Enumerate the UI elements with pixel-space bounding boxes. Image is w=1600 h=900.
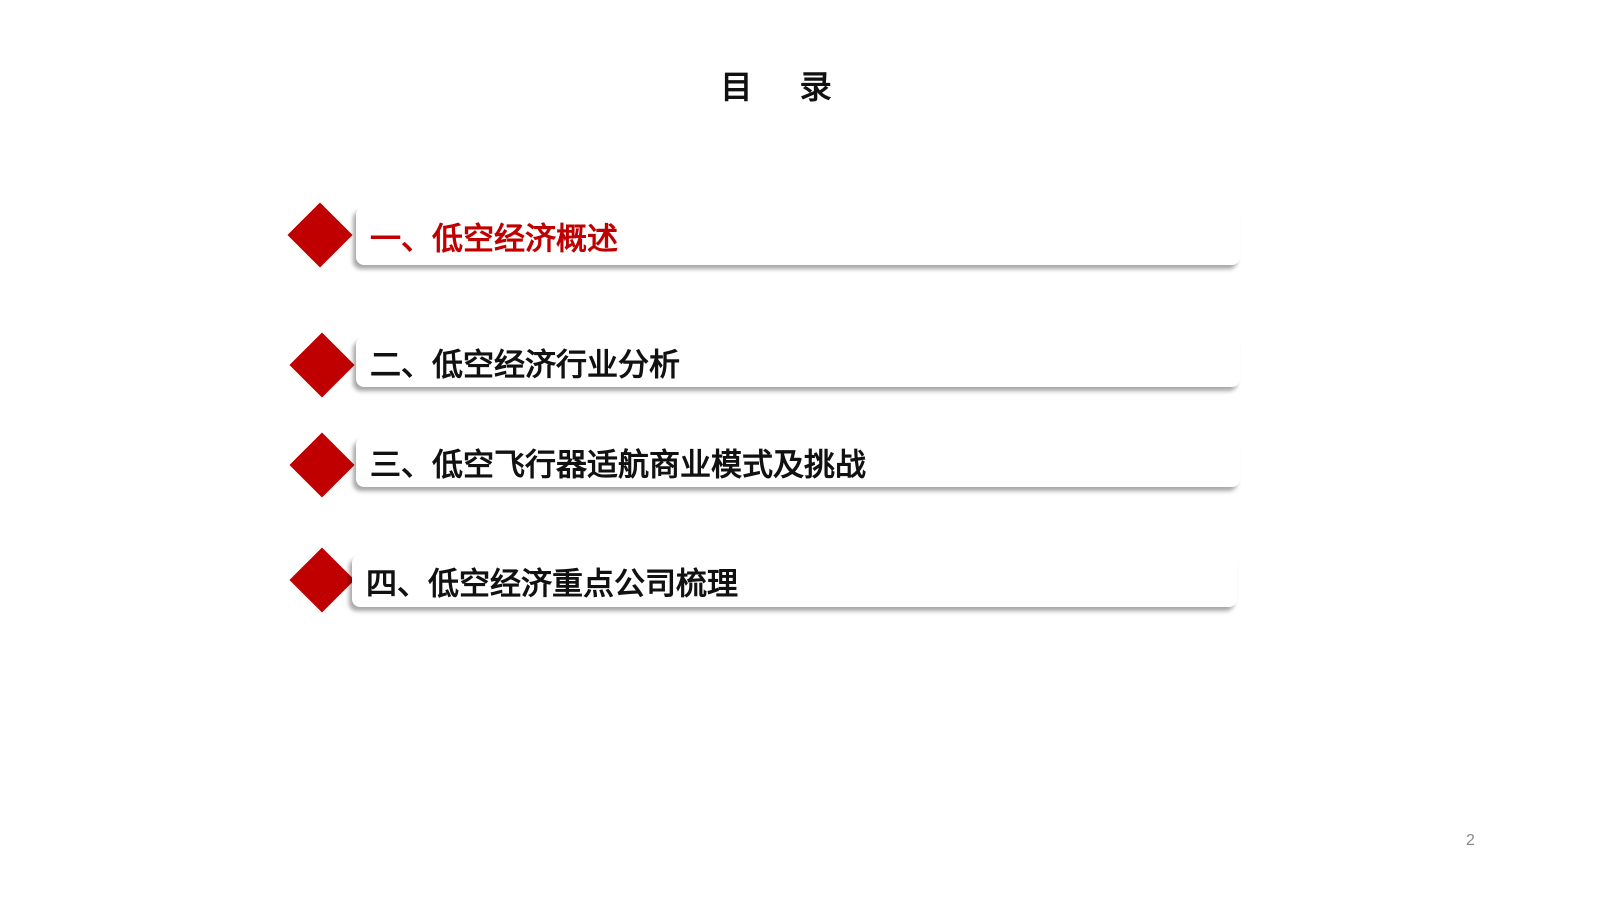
toc-item-4[interactable]: 四、低空经济重点公司梳理	[352, 555, 1237, 607]
diamond-bullet-icon	[289, 547, 355, 613]
diamond-bullet-icon	[289, 432, 355, 498]
diamond-bullet-icon	[289, 332, 355, 398]
toc-item-label: 二、低空经济行业分析	[370, 347, 680, 384]
page-title: 目 录	[720, 68, 850, 106]
toc-item-label: 四、低空经济重点公司梳理	[366, 566, 738, 603]
toc-item-3[interactable]: 三、低空飞行器适航商业模式及挑战	[356, 437, 1240, 487]
toc-item-label: 一、低空经济概述	[370, 221, 618, 258]
toc-item-2[interactable]: 二、低空经济行业分析	[356, 337, 1240, 387]
page-number: 2	[1466, 832, 1475, 849]
toc-item-1[interactable]: 一、低空经济概述	[356, 207, 1240, 265]
toc-item-label: 三、低空飞行器适航商业模式及挑战	[370, 447, 866, 484]
diamond-bullet-icon	[287, 202, 353, 268]
